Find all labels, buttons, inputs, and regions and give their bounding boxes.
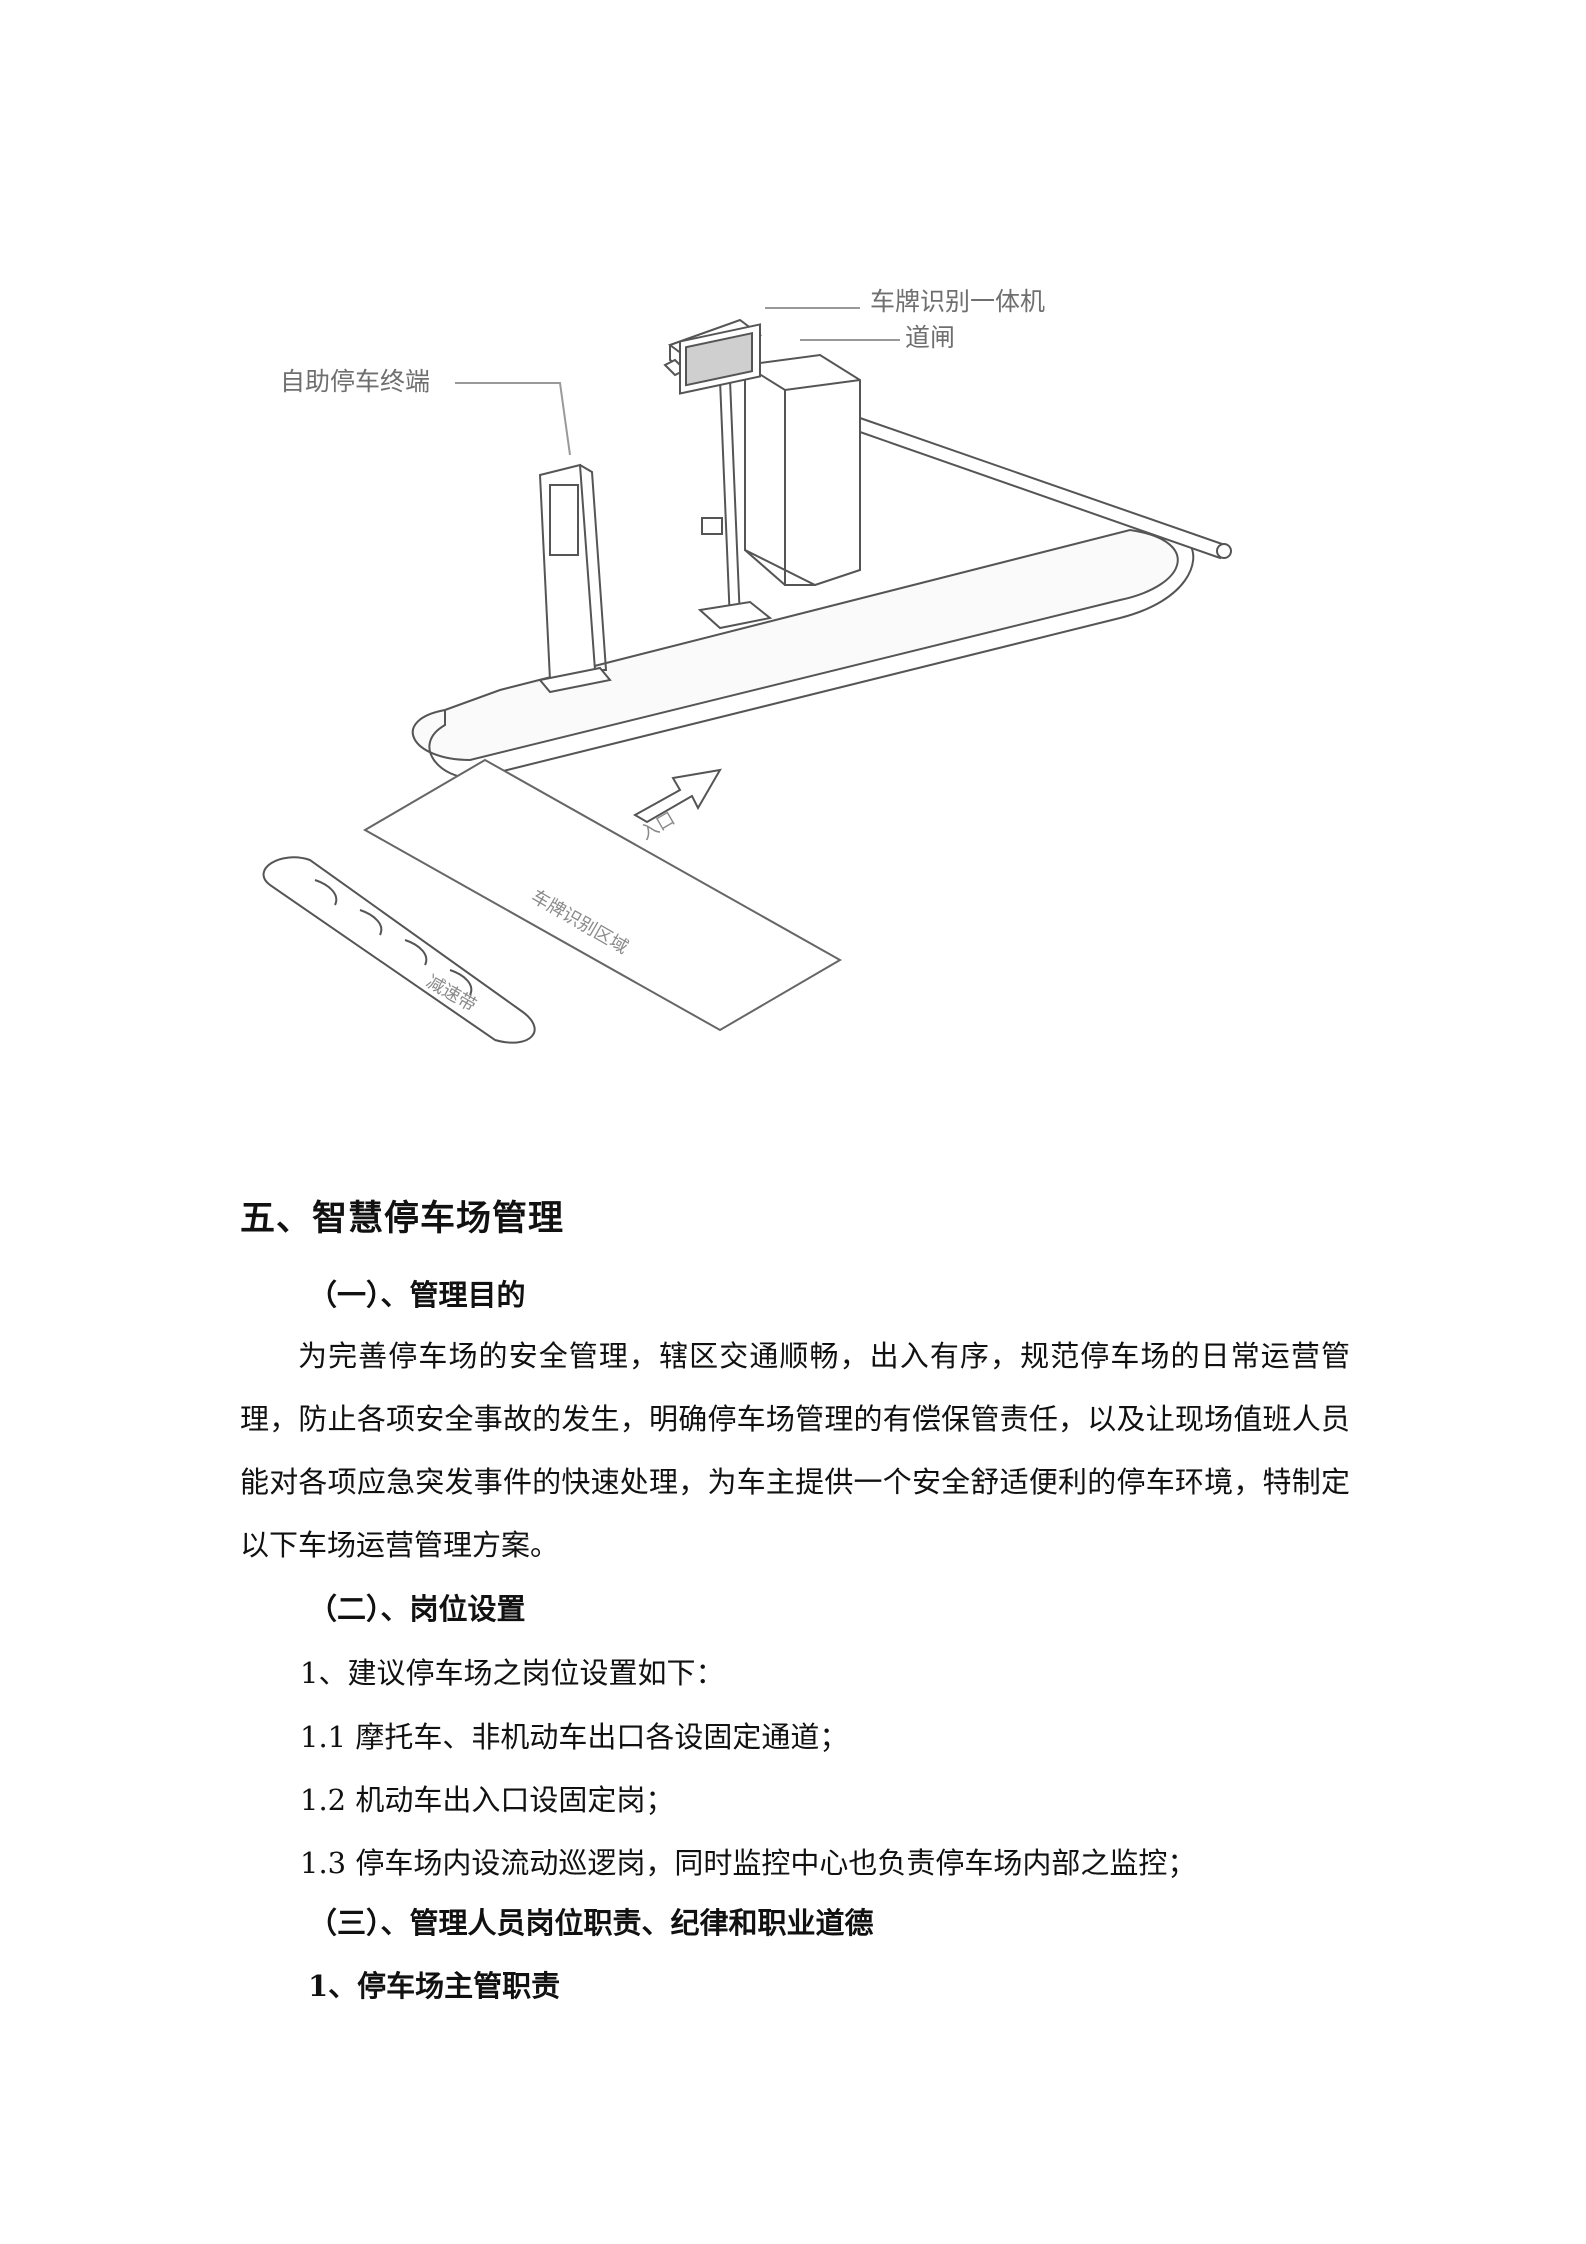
subsection-paragraph-1: 为完善停车场的安全管理，辖区交通顺畅，出入有序，规范停车场的日常运营管理，防止各… (240, 1339, 1350, 1562)
traffic-island (411, 528, 1179, 762)
section-title: 五、智慧停车场管理 (240, 1198, 565, 1239)
subsection-heading-2: （二）、岗位设置 (308, 1592, 526, 1626)
speed-bumps (262, 856, 536, 1044)
label-barrier-gate: 道闸 (905, 323, 955, 352)
subsection-heading-1: （一）、管理目的 (308, 1278, 526, 1312)
list-item: 1.3 停车场内设流动巡逻岗，同时监控中心也负责停车场内部之监控； (300, 1846, 1197, 1880)
list-item: 1、建议停车场之岗位设置如下： (300, 1656, 725, 1690)
barrier-gate (744, 353, 1232, 587)
list-item: 1.2 机动车出入口设固定岗； (300, 1783, 675, 1817)
label-lpr-camera: 车牌识别一体机 (870, 287, 1045, 316)
subsection-item-1: 1、停车场主管职责 (308, 1969, 561, 2003)
parking-entrance-illustration: 车牌识别一体机 道闸 自助停车终端 入口 车牌识别区域 减速带 (240, 240, 1360, 1170)
subsection-heading-3: （三）、管理人员岗位职责、纪律和职业道德 (308, 1906, 874, 1940)
self-service-terminal (538, 463, 612, 694)
recognition-area (362, 758, 843, 1032)
list-item: 1.1 摩托车、非机动车出口各设固定通道； (300, 1720, 849, 1754)
entrance-arrow (632, 768, 722, 824)
lpr-camera-pole (663, 318, 773, 630)
label-self-service-terminal: 自助停车终端 (280, 367, 430, 396)
